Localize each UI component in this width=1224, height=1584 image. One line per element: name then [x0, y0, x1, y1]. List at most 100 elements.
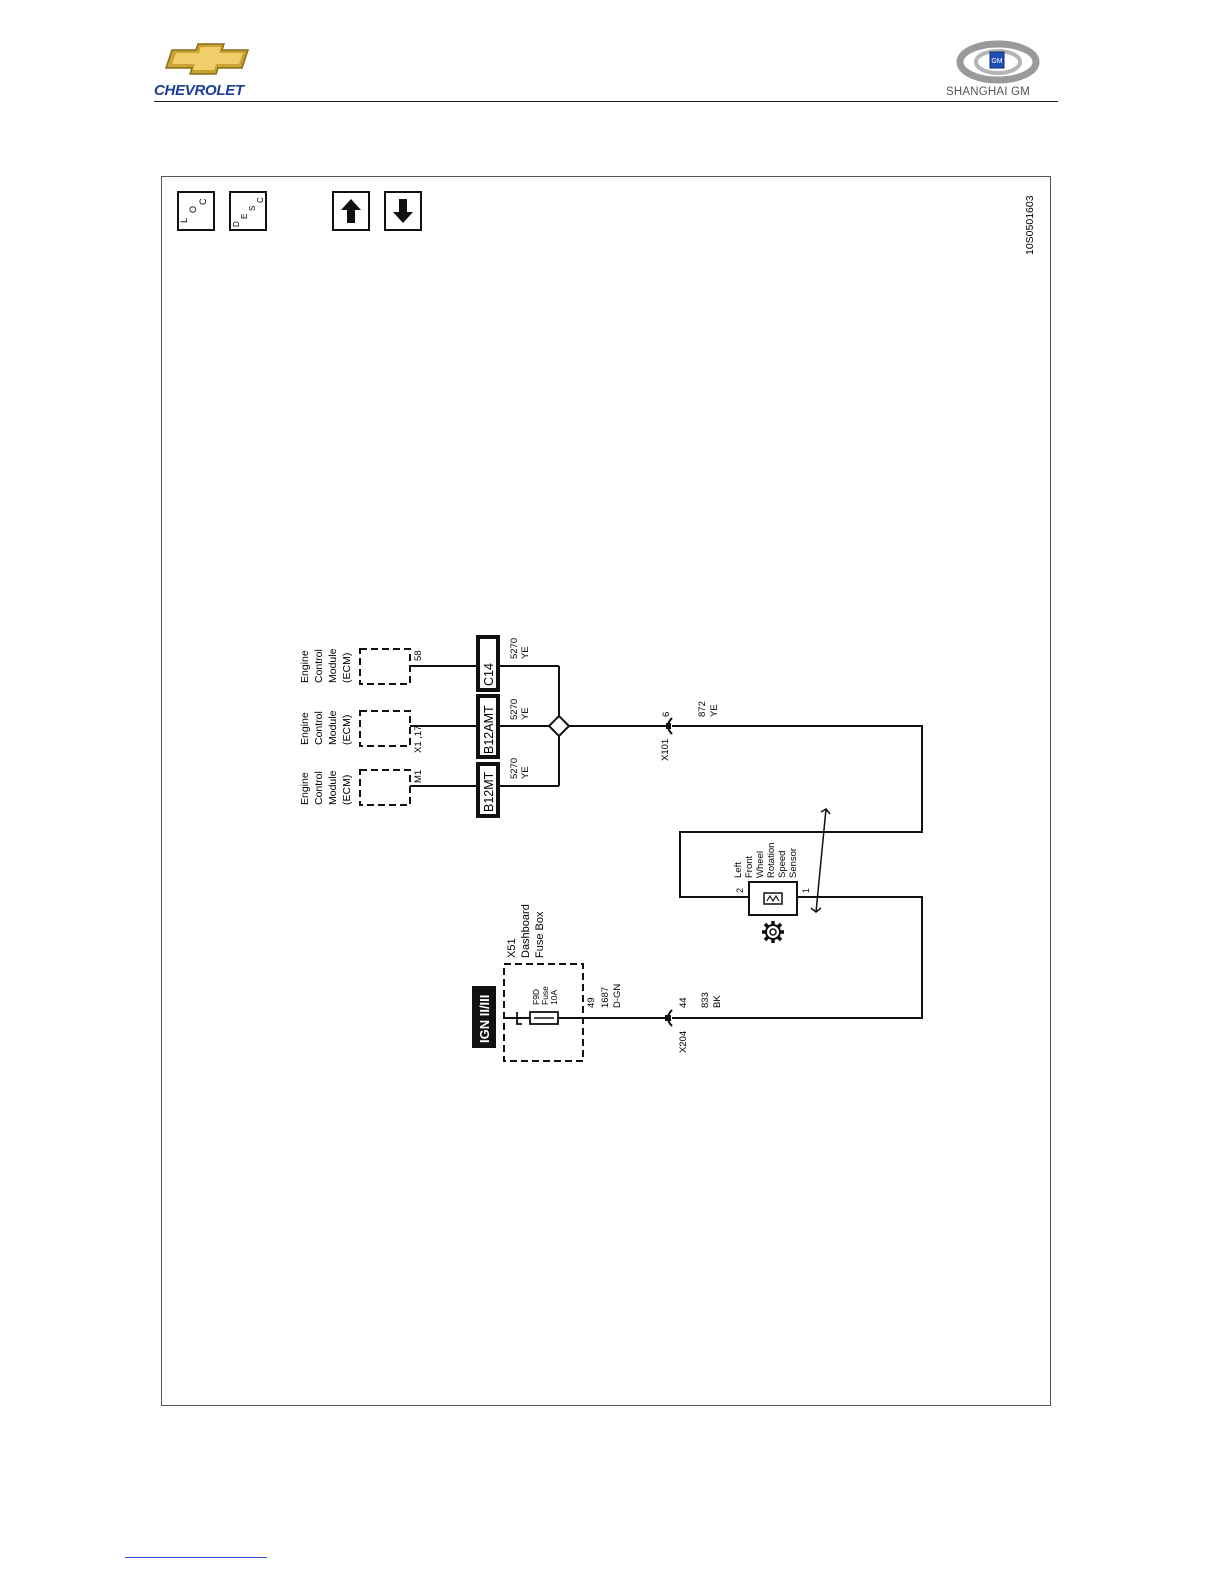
- x101-color: YE: [709, 704, 720, 717]
- circuit-label-3: 5270 YE: [509, 758, 531, 779]
- chevrolet-wordmark: CHEVROLET: [154, 82, 244, 99]
- gear-icon: [762, 921, 784, 943]
- loc-letter-c: C: [198, 198, 208, 205]
- ecm-label-3: Engine Control Module (ECM): [299, 770, 353, 805]
- svg-text:YE: YE: [520, 766, 531, 779]
- shanghai-gm-wordmark: SHANGHAI GM: [946, 86, 1030, 98]
- sensor-pin-2: 2: [735, 888, 745, 893]
- svg-text:(ECM): (ECM): [341, 653, 353, 683]
- x101-connector: [666, 717, 673, 735]
- chevrolet-bowtie-icon: [164, 43, 250, 75]
- fuse-circuit: 1687: [600, 987, 611, 1008]
- circuit-label-2: 5270 YE: [509, 699, 531, 720]
- ecm-pin-m1: M1: [413, 770, 424, 783]
- down-button[interactable]: [384, 191, 422, 231]
- page-header: CHEVROLET GM SHANGHAI GM: [0, 0, 1224, 110]
- fuse-box-label: X51 Dashboard Fuse Box: [506, 904, 546, 958]
- desc-letter-e: E: [240, 214, 249, 219]
- variant-badge-c14: C14: [476, 635, 500, 692]
- svg-text:Module: Module: [327, 648, 339, 683]
- wire-833-bk: [672, 896, 923, 1019]
- svg-text:Wheel: Wheel: [755, 851, 766, 878]
- x204-pin: 44: [678, 997, 689, 1008]
- svg-text:Fuse Box: Fuse Box: [534, 911, 546, 958]
- wiring-diagram: L O C D E S C 10S0501603 Engine Control …: [177, 191, 1036, 1062]
- svg-text:Engine: Engine: [299, 772, 311, 805]
- loc-letter-l: L: [179, 218, 189, 223]
- x101-pin: 6: [661, 712, 672, 717]
- fuse-box-x51: [503, 963, 584, 1062]
- svg-text:(ECM): (ECM): [341, 775, 353, 805]
- svg-text:10A: 10A: [549, 990, 559, 1005]
- loc-letter-o: O: [188, 206, 198, 213]
- splice-diamond: [547, 714, 571, 738]
- loc-button[interactable]: L O C: [177, 191, 215, 231]
- svg-text:Front: Front: [744, 855, 755, 878]
- fuse-color: D-GN: [612, 984, 623, 1008]
- svg-text:YE: YE: [520, 646, 531, 659]
- svg-text:Speed: Speed: [777, 851, 788, 878]
- shanghai-gm-logo: GM SHANGHAI GM: [946, 38, 1058, 102]
- ecm-box-3: [359, 769, 411, 806]
- svg-text:X51: X51: [506, 938, 518, 958]
- svg-text:5270: 5270: [509, 699, 520, 720]
- ecm-box-1: [359, 648, 411, 685]
- ecm-pin-58: 58: [413, 650, 424, 661]
- x101-circuit: 872: [697, 701, 708, 717]
- svg-text:5270: 5270: [509, 638, 520, 659]
- ecm-label-2: Engine Control Module (ECM): [299, 710, 353, 745]
- wiring-diagram-frame: L O C D E S C 10S0501603 Engine Control …: [161, 176, 1051, 1406]
- svg-text:Dashboard: Dashboard: [520, 904, 532, 958]
- svg-text:B12AMT: B12AMT: [482, 705, 496, 754]
- arrow-up-icon: [341, 199, 361, 223]
- svg-text:5270: 5270: [509, 758, 520, 779]
- svg-text:Engine: Engine: [299, 650, 311, 683]
- ign-power-badge: IGN II/III: [472, 986, 496, 1048]
- desc-letter-c: C: [256, 197, 265, 203]
- x204-connector: [665, 1009, 673, 1027]
- footer-link-rule: [125, 1557, 267, 1558]
- desc-letter-d: D: [232, 221, 241, 227]
- circuit-label-1: 5270 YE: [509, 638, 531, 659]
- svg-text:C14: C14: [482, 663, 496, 686]
- desc-button[interactable]: D E S C: [229, 191, 267, 231]
- svg-text:Left: Left: [733, 862, 744, 878]
- shanghai-gm-emblem-icon: GM: [956, 40, 1040, 84]
- fuse-pin: 49: [586, 997, 597, 1008]
- header-divider: [154, 101, 1058, 102]
- wheel-speed-sensor: [748, 881, 798, 916]
- svg-text:Engine: Engine: [299, 712, 311, 745]
- variant-badge-b12amt: B12AMT: [476, 694, 500, 759]
- chevrolet-logo: CHEVROLET: [154, 42, 266, 100]
- sensor-label: Left Front Wheel Rotation Speed Sensor: [733, 843, 799, 878]
- desc-letter-s: S: [248, 206, 257, 211]
- svg-text:Control: Control: [313, 771, 325, 805]
- x204-color: BK: [712, 995, 723, 1008]
- svg-text:Control: Control: [313, 711, 325, 745]
- up-button[interactable]: [332, 191, 370, 231]
- twisted-pair-mark: [810, 808, 831, 913]
- document-id: 10S0501603: [1024, 195, 1036, 255]
- x204-name: X204: [678, 1031, 689, 1053]
- gm-badge-text: GM: [991, 58, 1002, 65]
- x204-circuit: 833: [700, 992, 711, 1008]
- ecm-label-1: Engine Control Module (ECM): [299, 648, 353, 683]
- svg-text:(ECM): (ECM): [341, 715, 353, 745]
- svg-text:Module: Module: [327, 710, 339, 745]
- svg-text:Sensor: Sensor: [788, 848, 799, 878]
- svg-text:Control: Control: [313, 649, 325, 683]
- svg-text:Fuse: Fuse: [540, 986, 550, 1005]
- svg-text:B12MT: B12MT: [482, 771, 496, 812]
- variant-badge-b12mt: B12MT: [476, 762, 500, 818]
- svg-text:YE: YE: [520, 707, 531, 720]
- svg-text:IGN II/III: IGN II/III: [477, 995, 492, 1043]
- sensor-pin-1: 1: [801, 888, 811, 893]
- svg-text:Rotation: Rotation: [766, 843, 777, 878]
- svg-text:Module: Module: [327, 770, 339, 805]
- fuse-ground-tab: [516, 1012, 522, 1025]
- fuse-label: F9D Fuse 10A: [531, 986, 559, 1005]
- svg-text:F9D: F9D: [531, 989, 541, 1005]
- arrow-down-icon: [393, 199, 413, 223]
- x101-name: X101: [660, 739, 671, 761]
- ecm-box-2: [359, 710, 411, 747]
